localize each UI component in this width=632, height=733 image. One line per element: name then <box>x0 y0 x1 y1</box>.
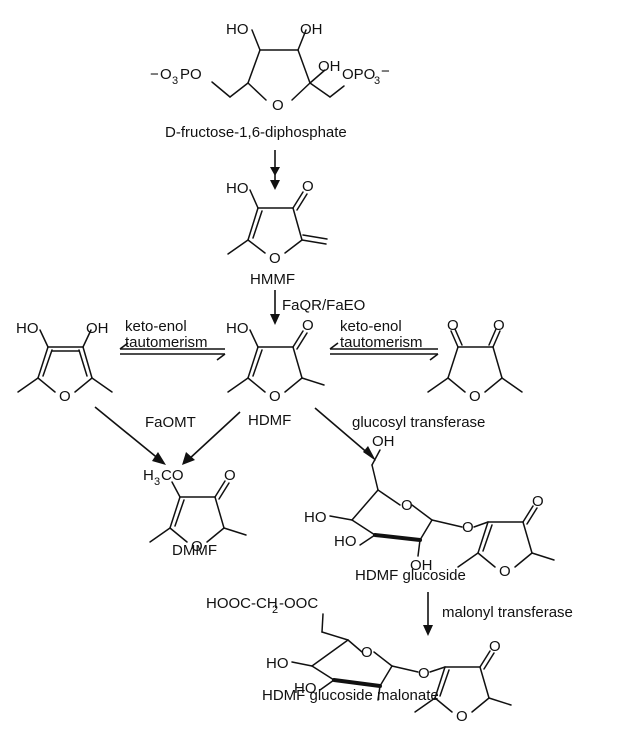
atom-label: HO <box>294 680 317 697</box>
atom-label: O <box>269 388 281 405</box>
atom-label: O <box>302 317 314 334</box>
atom-label: O <box>224 467 236 484</box>
arrow-enediol-to-dmmf <box>94 406 166 465</box>
atom-label: CO <box>161 467 184 484</box>
atom-label: OH <box>318 58 341 75</box>
malonyl-transferase-label: malonyl transferase <box>442 604 573 621</box>
atom-label: HO <box>226 180 249 197</box>
atom-label: HO <box>266 655 289 672</box>
atom-label: PO <box>180 66 202 83</box>
equilibrium-left <box>119 342 226 361</box>
hdmf-structure: HO O O <box>226 317 325 405</box>
atom-label: O <box>302 178 314 195</box>
glucoside-structure: OH O HO HO OH O O O <box>304 433 555 580</box>
atom-label: O <box>462 519 474 536</box>
fructose-diphosphate-structure: HO OH OH O − O 3 PO OPO 3 − <box>150 21 390 114</box>
fructose-diphosphate-label: D-fructose-1,6-diphosphate <box>165 124 347 141</box>
atom-label: O <box>160 66 172 83</box>
atom-label: OH <box>410 557 433 574</box>
arrow-fdp-to-hmmf <box>270 150 280 190</box>
atom-label: O <box>456 708 468 725</box>
atom-label: OH <box>372 433 395 450</box>
equilibrium-right <box>329 342 439 361</box>
arrow-hdmf-to-glucoside <box>314 407 376 461</box>
atom-subscript: 3 <box>172 75 178 87</box>
tautomerism-right-line2: tautomerism <box>340 334 423 351</box>
atom-label: OH <box>300 21 323 38</box>
atom-label: O <box>59 388 71 405</box>
atom-subscript: 3 <box>154 476 160 488</box>
arrow-hdmf-to-dmmf <box>182 411 241 465</box>
atom-label: HO <box>304 509 327 526</box>
enediol-structure: HO OH O <box>16 320 113 405</box>
atom-label: O <box>191 538 203 555</box>
tautomerism-right-line1: keto-enol <box>340 318 402 335</box>
atom-label: HO <box>226 320 249 337</box>
arrow-hmmf-to-hdmf <box>270 290 280 325</box>
atom-label: -OOC <box>279 595 318 612</box>
atom-label: O <box>401 497 413 514</box>
hmmf-structure: HO O O <box>226 178 328 267</box>
atom-label: O <box>499 563 511 580</box>
atom-label: HO <box>16 320 39 337</box>
atom-subscript: 3 <box>374 75 380 87</box>
atom-label: H <box>143 467 154 484</box>
faqr-label: FaQR/FaEO <box>282 297 365 314</box>
arrow-glucoside-to-malonate <box>423 592 433 636</box>
tautomerism-left-line1: keto-enol <box>125 318 187 335</box>
atom-label: O <box>269 250 281 267</box>
atom-subscript: 2 <box>272 604 278 616</box>
atom-label: HOOC-CH <box>206 595 278 612</box>
atom-label: − <box>150 66 159 83</box>
atom-label: O <box>447 317 459 334</box>
malonate-structure: HOOC-CH 2 -OOC O HO HO O O O <box>206 595 512 725</box>
atom-label: O <box>493 317 505 334</box>
atom-label: O <box>418 665 430 682</box>
glucoside-label: HDMF glucoside <box>355 567 466 584</box>
atom-label: − <box>381 63 390 80</box>
diketone-structure: O O O <box>427 317 523 405</box>
atom-label: O <box>489 638 501 655</box>
glucosyl-transferase-label: glucosyl transferase <box>352 414 485 431</box>
atom-label: OPO <box>342 66 375 83</box>
atom-label: O <box>469 388 481 405</box>
hdmf-label: HDMF <box>248 412 291 429</box>
hmmf-label: HMMF <box>250 271 295 288</box>
atom-label: O <box>361 644 373 661</box>
atom-label: HO <box>334 533 357 550</box>
atom-label: OH <box>86 320 109 337</box>
dmmf-label: DMMF <box>172 542 217 559</box>
malonate-label: HDMF glucoside malonate <box>262 687 439 704</box>
atom-label: O <box>532 493 544 510</box>
tautomerism-left-line2: tautomerism <box>125 334 208 351</box>
atom-label: O <box>272 97 284 114</box>
faomt-label: FaOMT <box>145 414 196 431</box>
dmmf-structure: H 3 CO O O <box>143 467 247 555</box>
atom-label: HO <box>226 21 249 38</box>
